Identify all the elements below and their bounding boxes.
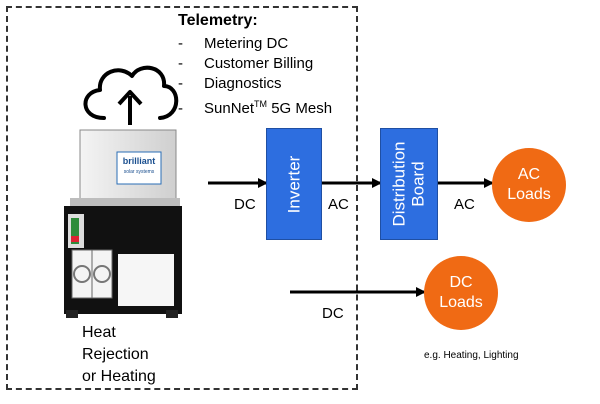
ac-loads-circle: AC Loads: [492, 148, 566, 222]
dc-loads-circle: DC Loads: [424, 256, 498, 330]
dc-loads-note: e.g. Heating, Lighting: [424, 350, 519, 361]
distribution-board-label: Distribution Board: [390, 141, 429, 227]
inverter-block: Inverter: [266, 128, 322, 240]
telemetry-item: -Diagnostics: [178, 75, 282, 92]
telemetry-title: Telemetry:: [178, 12, 258, 29]
flow-arrows: [208, 178, 494, 297]
telemetry-item: -Metering DC: [178, 35, 289, 52]
inverter-label: Inverter: [284, 155, 304, 213]
telemetry-list: -Metering DC -Customer Billing -Diagnost…: [178, 34, 332, 119]
system-boundary: [6, 6, 358, 390]
dc-branch-label: DC: [322, 305, 344, 322]
cloud-upload-icon: [83, 65, 179, 125]
ac-inverter-label: AC: [328, 196, 349, 213]
device-logo: brilliant solar systems: [122, 156, 156, 175]
distribution-board-block: Distribution Board: [380, 128, 438, 240]
heat-label: Heat Rejection or Heating: [82, 324, 156, 385]
telemetry-item: -SunNetTM 5G Mesh: [178, 99, 333, 117]
telemetry-item: -Customer Billing: [178, 55, 314, 72]
dc-input-label: DC: [234, 196, 256, 213]
ac-board-label: AC: [454, 196, 475, 213]
solar-device: [64, 129, 182, 318]
